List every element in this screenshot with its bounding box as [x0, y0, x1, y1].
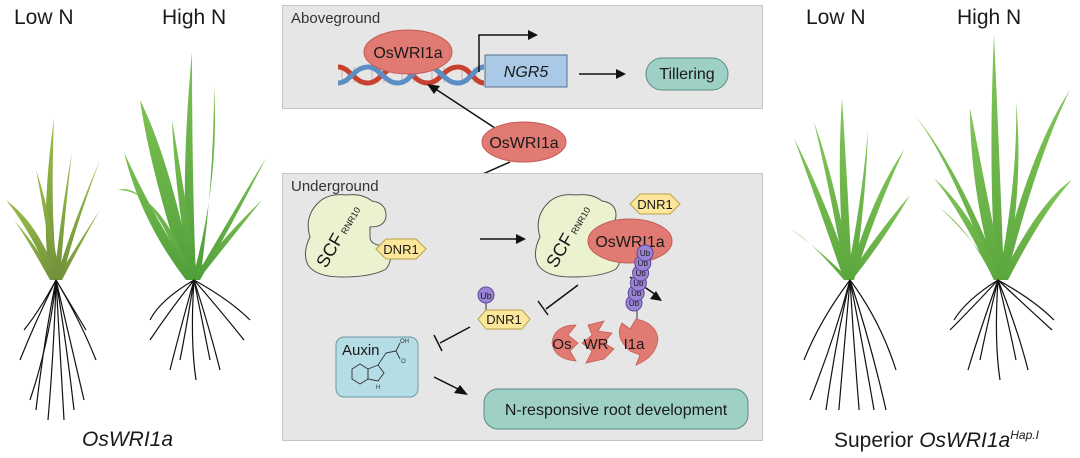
dnr1-inhibits-auxin-bar — [433, 334, 443, 352]
degraded-part-3: I1a — [624, 336, 646, 353]
left-low-n-plant — [6, 118, 100, 420]
dnr1-bound-1: DNR1 — [375, 238, 427, 260]
right-low-n-plant — [792, 98, 910, 410]
root-development-label: N-responsive root development — [505, 402, 728, 419]
dnr1-free: DNR1 — [629, 193, 681, 215]
underground-diagram: SCF RNR10 DNR1 SCF RNR10 OsWRI1a DNR1 Ub… — [304, 193, 749, 430]
indole-acetic-acid-structure-icon — [351, 342, 401, 385]
left-high-roots — [149, 279, 251, 381]
right-low-shoot — [792, 98, 910, 280]
right-high-n-label: High N — [957, 6, 1022, 29]
root-development-outcome — [483, 388, 749, 430]
protein-to-dna-arrowhead — [427, 84, 440, 94]
left-high-shoot — [118, 52, 266, 280]
transcription-arrowhead — [528, 30, 538, 40]
tillering-outcome — [645, 57, 729, 91]
auxin-h-label: H — [376, 385, 380, 391]
dnr1-inhibits-auxin-line — [439, 326, 471, 344]
protein-to-dna-arrow — [433, 87, 505, 135]
right-plants-illustration — [792, 34, 1072, 410]
right-high-shoot — [914, 34, 1072, 280]
aboveground-oswri1a-protein — [363, 29, 453, 75]
ub-chain-bead — [636, 244, 654, 262]
aboveground-panel: Aboveground — [282, 5, 763, 109]
auxin-to-root-arrowhead — [454, 385, 468, 395]
left-caption: OsWRI1a — [82, 428, 174, 451]
tillering-label: Tillering — [659, 66, 714, 83]
left-low-n-label: Low N — [14, 6, 74, 29]
left-low-roots — [19, 279, 97, 420]
underground-protein-label: OsWRI1a — [595, 234, 664, 251]
auxin-box: Auxin OH O H — [335, 336, 419, 398]
aboveground-diagram: OsWRI1a NGR5 Tillering — [337, 29, 729, 91]
ub-label: Ub — [480, 291, 492, 301]
ub-icon — [477, 286, 495, 304]
ngr5-gene-box — [484, 54, 568, 88]
complex-inhibits-dnr1-bar — [537, 300, 549, 316]
left-low-shoot — [6, 118, 100, 280]
ub-chain-label: Ub — [640, 249, 651, 258]
right-caption-prefix: Superior — [834, 429, 920, 452]
ub-chain-label: Ub — [629, 299, 640, 308]
aboveground-protein-label: OsWRI1a — [373, 45, 442, 62]
underground-title: Underground — [291, 178, 379, 195]
ngr5-to-tillering-arrowhead — [616, 69, 626, 79]
right-high-n-plant — [914, 34, 1072, 381]
dnr1-label-free: DNR1 — [637, 197, 672, 212]
degraded-part-2: WR — [584, 336, 609, 353]
transcription-start-arrow — [478, 34, 528, 72]
auxin-o-label: O — [401, 359, 406, 365]
right-caption: Superior OsWRI1aHap.I — [834, 428, 1039, 453]
complex-inhibits-dnr1-line — [545, 284, 579, 310]
left-high-n-label: High N — [162, 6, 227, 29]
degraded-oswri1a: Os WR I1a — [551, 318, 659, 366]
right-caption-superscript: Hap.I — [1010, 428, 1039, 442]
ub-chain-label: Ub — [633, 279, 644, 288]
left-plants-illustration — [6, 52, 266, 420]
right-caption-gene: OsWRI1a — [919, 429, 1011, 452]
ub-chain-label: Ub — [635, 269, 646, 278]
auxin-label: Auxin — [342, 342, 380, 359]
ub-chain-label: Ub — [638, 259, 649, 268]
right-low-roots — [803, 279, 897, 410]
center-oswri1a-protein — [481, 121, 567, 163]
center-protein-label: OsWRI1a — [489, 135, 558, 152]
auxin-oh-label: OH — [400, 339, 409, 345]
left-high-n-plant — [118, 52, 266, 381]
right-low-n-label: Low N — [806, 6, 866, 29]
ub-chain-label: Ub — [631, 289, 642, 298]
dnr1-ubiquitinated: Ub DNR1 — [477, 286, 531, 330]
complex-to-degradation-arrowhead — [650, 291, 662, 301]
degraded-part-1: Os — [552, 336, 571, 353]
complex-transition-arrowhead — [516, 234, 526, 244]
dnr1-label-ub: DNR1 — [486, 312, 521, 327]
aboveground-title: Aboveground — [291, 10, 381, 27]
ngr5-label: NGR5 — [504, 64, 549, 81]
scf-complex-1: SCF RNR10 — [304, 194, 392, 278]
dnr1-label-1: DNR1 — [383, 242, 418, 257]
right-high-roots — [949, 279, 1055, 381]
auxin-to-root-arrow — [433, 376, 459, 390]
